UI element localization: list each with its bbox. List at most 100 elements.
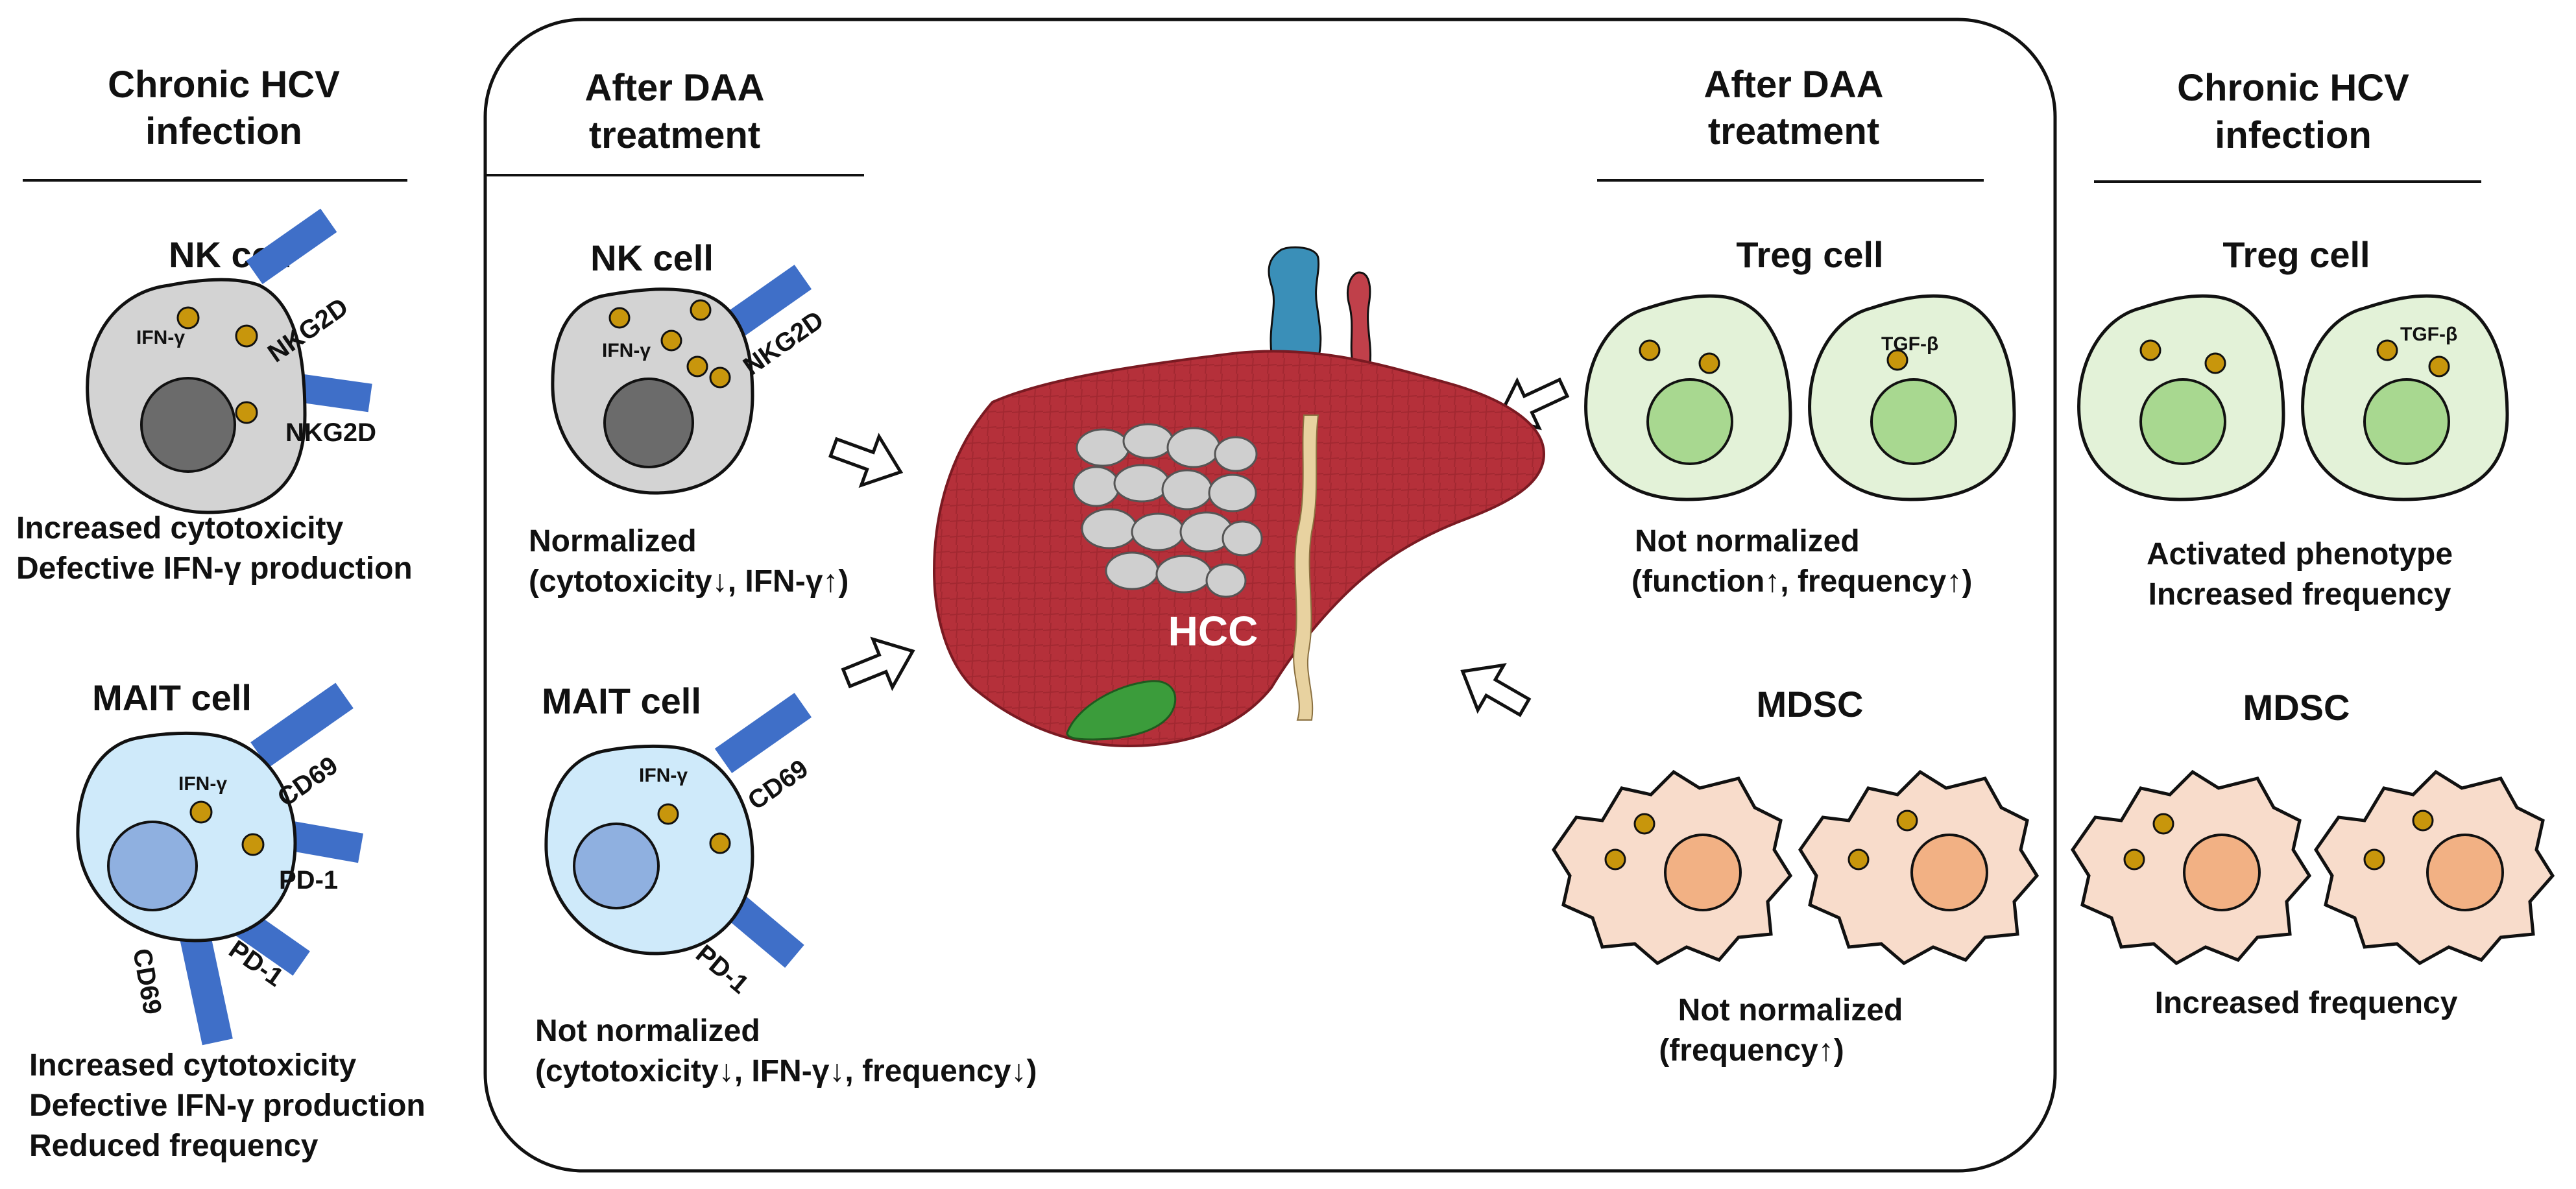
left-heading-line1: Chronic HCV: [108, 64, 340, 106]
ifn-gamma-granule: [709, 832, 731, 854]
granule: [2152, 813, 2174, 835]
granule: [2204, 352, 2226, 374]
left-mait-title: MAIT cell: [92, 677, 252, 718]
mdsc-nucleus: [2183, 834, 2261, 911]
ifn-gamma-label: IFN-γ: [136, 327, 185, 348]
granule: [1633, 813, 1655, 835]
center-mait-desc-line1: Not normalized: [535, 1014, 760, 1048]
center-nk-title: NK cell: [590, 237, 714, 278]
right-treg-desc-line2: Increased frequency: [2149, 577, 2451, 612]
ifn-gamma-label: IFN-γ: [178, 773, 227, 795]
center-left-heading-line2: treatment: [589, 114, 760, 156]
center-mdsc-desc-line1: Not normalized: [1678, 993, 1903, 1027]
ifn-gamma-granule: [709, 366, 731, 389]
treg-nucleus: [2139, 378, 2226, 465]
center-treg-cell: [1584, 294, 1792, 501]
center-mdsc-desc-line2: (frequency↑): [1659, 1033, 1844, 1068]
daa-treatment-box: [483, 18, 2057, 1173]
tgf-beta-label: TGF-β: [1881, 333, 1938, 355]
ifn-gamma-granule: [189, 800, 213, 824]
nkg2d-label: NKG2D: [285, 418, 376, 447]
pd1-label: PD-1: [279, 866, 338, 895]
center-left-panel: After DAA treatment NK cell IFN-γ NKG2D …: [485, 67, 1037, 1088]
tgf-beta-granule: [1886, 349, 1908, 371]
center-treg-desc-line2: (function↑, frequency↑): [1631, 564, 1972, 599]
ifn-gamma-granule: [657, 803, 679, 825]
mdsc-nucleus: [1664, 834, 1742, 911]
granule: [2139, 339, 2161, 361]
center-treg-title: Treg cell: [1736, 234, 1883, 275]
left-mait-desc-line2: Defective IFN-γ production: [29, 1088, 426, 1123]
mdsc-nucleus: [1910, 834, 1988, 911]
center-nk-desc-line2: (cytotoxicity↓, IFN-γ↑): [529, 564, 849, 599]
right-panel: Chronic HCV infection Treg cell TGF-β Ac…: [2071, 67, 2555, 1020]
left-mait-desc-line3: Reduced frequency: [29, 1129, 319, 1163]
left-nk-cell: IFN-γ NKG2D NKG2D: [86, 208, 376, 514]
ifn-gamma-granule: [241, 833, 265, 856]
center-mdsc-cell: [1552, 769, 1793, 966]
right-heading-line2: infection: [2215, 114, 2372, 156]
treg-nucleus: [2363, 378, 2450, 465]
hepatic-artery: [1347, 271, 1372, 365]
nkg2d-receptor: [246, 208, 337, 285]
arrow-right: [841, 636, 915, 691]
arrow-left: [1460, 663, 1532, 717]
ifn-gamma-granule: [235, 401, 258, 424]
center-mdsc-cell-2: [1798, 769, 2040, 966]
treg-nucleus: [1646, 378, 1733, 465]
granule: [1698, 352, 1720, 374]
right-treg-cell-2: TGF-β: [2301, 294, 2509, 501]
hcc-tumor: [1072, 423, 1263, 598]
bile-duct: [1293, 414, 1319, 721]
nk-nucleus: [603, 378, 694, 468]
right-mdsc-cell: [2071, 769, 2312, 966]
right-mdsc-title: MDSC: [2243, 687, 2350, 728]
center-nk-cell: IFN-γ NKG2D: [551, 265, 829, 495]
left-nk-desc-line2: Defective IFN-γ production: [16, 551, 413, 586]
ifn-gamma-granule: [176, 306, 200, 330]
granule: [2363, 848, 2385, 871]
center-right-panel: After DAA treatment Treg cell TGF-β Not …: [1552, 64, 2040, 1068]
liver: HCC: [932, 246, 1546, 748]
cd69-receptor: [179, 931, 233, 1046]
tgf-beta-granule: [2376, 339, 2398, 361]
left-nk-desc-line1: Increased cytotoxicity: [16, 511, 344, 546]
ifn-gamma-granule: [608, 307, 631, 329]
ifn-gamma-label: IFN-γ: [639, 765, 688, 786]
center-right-heading-line2: treatment: [1708, 110, 1879, 152]
hcc-label: HCC: [1168, 608, 1258, 655]
center-nk-desc-line1: Normalized: [529, 524, 697, 558]
granule: [1896, 810, 1918, 832]
pd1-label: PD-1: [690, 939, 754, 999]
cd69-receptor: [714, 693, 812, 773]
left-mait-cell: IFN-γ CD69 PD-1 PD-1 CD69: [76, 682, 364, 1046]
center-left-heading-line1: After DAA: [584, 67, 764, 109]
granule: [1604, 848, 1626, 871]
mait-nucleus: [573, 823, 660, 909]
tgf-beta-label: TGF-β: [2400, 324, 2457, 345]
cd69-label: CD69: [127, 946, 167, 1016]
mait-nucleus: [107, 821, 198, 911]
center-right-heading-line1: After DAA: [1703, 64, 1883, 106]
granule: [1639, 339, 1661, 361]
granule: [2412, 810, 2434, 832]
arrow-right: [828, 433, 904, 488]
portal-vein: [1268, 246, 1322, 365]
center-mait-desc-line2: (cytotoxicity↓, IFN-γ↓, frequency↓): [535, 1054, 1037, 1088]
center-mait-title: MAIT cell: [542, 680, 701, 721]
left-panel: Chronic HCV infection NK cell IFN-γ NKG2…: [16, 64, 426, 1163]
right-treg-cell: [2077, 294, 2285, 501]
right-treg-title: Treg cell: [2222, 234, 2370, 275]
ifn-gamma-granule: [235, 324, 258, 348]
right-heading-line1: Chronic HCV: [2177, 67, 2409, 109]
center-treg-desc-line1: Not normalized: [1635, 524, 1860, 558]
right-treg-desc-line1: Activated phenotype: [2147, 537, 2453, 571]
mdsc-nucleus: [2426, 834, 2504, 911]
center-treg-cell-2: TGF-β: [1808, 294, 2016, 501]
nk-nucleus: [140, 377, 236, 473]
center-mdsc-title: MDSC: [1757, 684, 1864, 725]
ifn-gamma-granule: [660, 330, 682, 352]
pd1-receptor: [275, 819, 364, 863]
treg-nucleus: [1870, 378, 1957, 465]
granule: [2123, 848, 2145, 871]
